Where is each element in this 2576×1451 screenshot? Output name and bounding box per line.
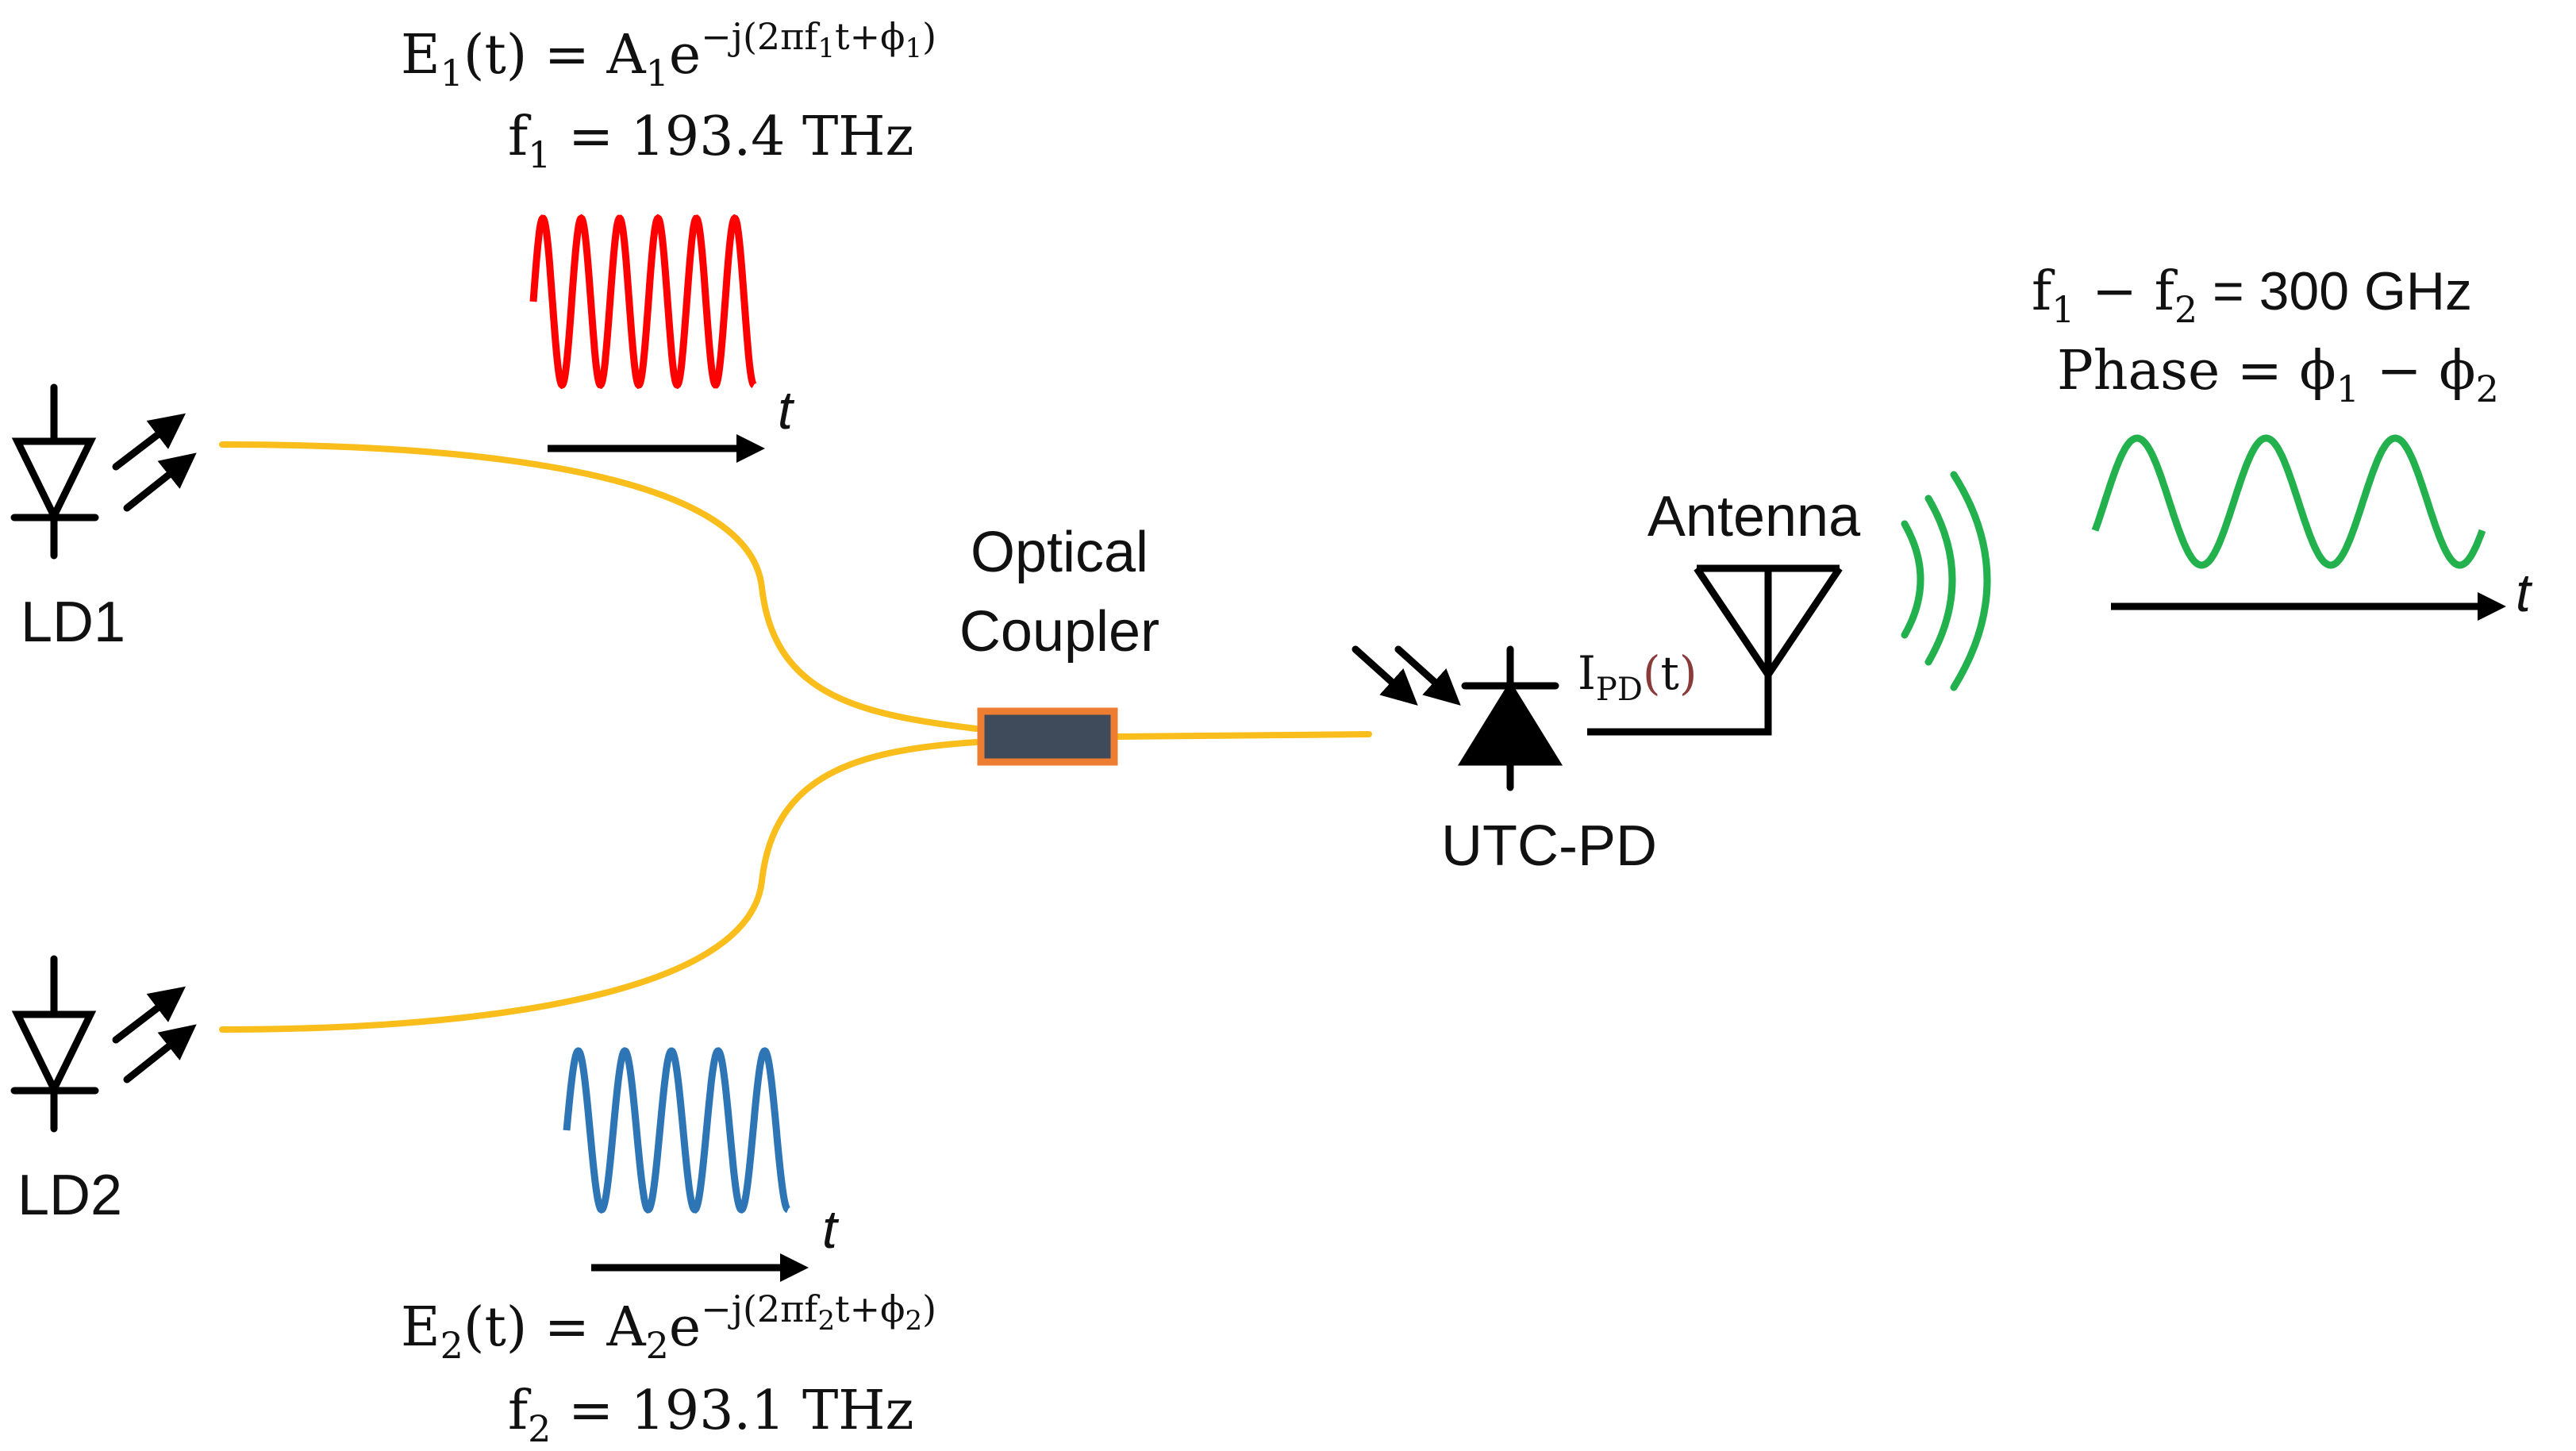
fiber-upper <box>219 441 979 732</box>
f2-symbol: f <box>508 1380 532 1442</box>
e1-exponent-subscript: 1 <box>817 33 835 64</box>
e2-base: e <box>669 1296 701 1359</box>
pd-to-antenna-wire <box>1587 675 1772 736</box>
radiation-arc-2 <box>1924 495 1956 666</box>
thz-wave-output <box>2091 434 2486 569</box>
equation-e2: E2(t) = A2e−j(2πf2t+ϕ2) <box>401 1287 936 1367</box>
e1-argument: (t) = A <box>463 24 647 87</box>
e1-subscript: 1 <box>440 52 463 94</box>
beat-f2-subscript: 2 <box>2174 288 2197 331</box>
ld1-emission-arrow-1 <box>112 413 186 471</box>
antenna-label: Antenna <box>1647 485 1861 548</box>
optical-coupler-box <box>977 707 1118 766</box>
beat-f1-symbol: f <box>2032 260 2055 323</box>
equation-beat-frequency: f1 − f2 = 300 GHz <box>2032 260 2472 331</box>
coupler-label-line1: Optical <box>971 521 1148 584</box>
time-axis-label-2: t <box>822 1199 840 1260</box>
ld2-label: LD2 <box>17 1164 122 1227</box>
radiation-arcs <box>1901 471 1991 691</box>
pd-current-argument: t <box>1661 646 1679 700</box>
equation-phase: Phase = ϕ1 − ϕ2 <box>2057 340 2499 410</box>
e1-exponent: −j(2πf <box>701 15 820 58</box>
time-axis-label-1: t <box>778 380 795 441</box>
phase-phi2-subscript: 2 <box>2476 368 2499 410</box>
e2-symbol: E <box>401 1296 440 1359</box>
pd-incident-arrow-1 <box>1351 645 1418 706</box>
beat-value: = 300 GHz <box>2197 261 2472 321</box>
optical-fibers <box>219 441 1372 1033</box>
optical-wave-1 <box>529 214 757 390</box>
pd-triangle-icon <box>1457 680 1563 766</box>
beat-f1-subscript: 1 <box>2051 288 2074 331</box>
e2-exponent-subscript: 2 <box>817 1305 835 1337</box>
equation-f2: f2 = 193.1 THz <box>508 1380 913 1450</box>
radiation-arc-1 <box>1901 520 1924 639</box>
beat-minus-f2: − f <box>2074 260 2178 323</box>
e2-argument: (t) = A <box>463 1296 647 1359</box>
phase-label: Phase = ϕ <box>2057 340 2336 402</box>
e2-exponent: −j(2πf <box>701 1287 820 1330</box>
pd-current-subscript: PD <box>1596 672 1643 708</box>
e2-subscript: 2 <box>440 1324 463 1367</box>
antenna-icon <box>1694 564 1843 682</box>
ld2-emission-arrow-2 <box>123 1024 197 1083</box>
e2-amp-subscript: 2 <box>646 1324 669 1367</box>
e2-exponent-phase-subscript: 2 <box>905 1305 922 1337</box>
pd-current-close-paren: ) <box>1679 646 1697 700</box>
equation-e1: E1(t) = A1e−j(2πf1t+ϕ1) <box>401 15 936 94</box>
pd-current-label: IPD(t) <box>1578 646 1697 708</box>
e2-exponent-tail: t+ϕ <box>835 1287 905 1330</box>
f1-symbol: f <box>508 106 532 168</box>
e1-amp-subscript: 1 <box>646 52 669 94</box>
e1-exponent-phase-subscript: 1 <box>905 33 922 64</box>
radiation-arc-3 <box>1950 471 1991 691</box>
e2-exponent-close: ) <box>922 1287 936 1330</box>
laser-diode-1 <box>10 383 197 560</box>
ld1-label: LD1 <box>21 591 125 654</box>
f2-value: = 193.1 THz <box>551 1380 913 1442</box>
equation-f1: f1 = 193.4 THz <box>508 106 913 176</box>
fiber-lower <box>219 739 979 1033</box>
e1-exponent-tail: t+ϕ <box>835 15 905 58</box>
f1-subscript: 1 <box>528 133 551 176</box>
fiber-output <box>1114 731 1372 740</box>
e1-symbol: E <box>401 24 440 87</box>
ld2-emission-arrow-1 <box>112 986 186 1044</box>
pd-current-symbol: I <box>1578 646 1596 700</box>
ld2-triangle-icon <box>11 1010 97 1098</box>
pd-incident-arrow-2 <box>1394 645 1461 706</box>
e1-exponent-close: ) <box>922 15 936 58</box>
optical-wave-2 <box>563 1047 790 1214</box>
time-axis-label-out: t <box>2516 563 2533 623</box>
pd-label: UTC-PD <box>1441 814 1657 878</box>
coupler-label-line2: Coupler <box>959 600 1159 664</box>
f2-subscript: 2 <box>528 1407 551 1450</box>
e1-base: e <box>669 24 701 87</box>
phase-minus-phi2: − ϕ <box>2359 340 2476 402</box>
ld1-emission-arrow-2 <box>123 452 197 512</box>
phase-phi1-subscript: 1 <box>2336 368 2359 410</box>
laser-diode-2 <box>10 955 197 1133</box>
ld1-triangle-icon <box>11 437 97 525</box>
f1-value: = 193.4 THz <box>551 106 913 168</box>
utc-photodiode <box>1351 645 1563 791</box>
pd-current-open-paren: ( <box>1643 646 1661 700</box>
